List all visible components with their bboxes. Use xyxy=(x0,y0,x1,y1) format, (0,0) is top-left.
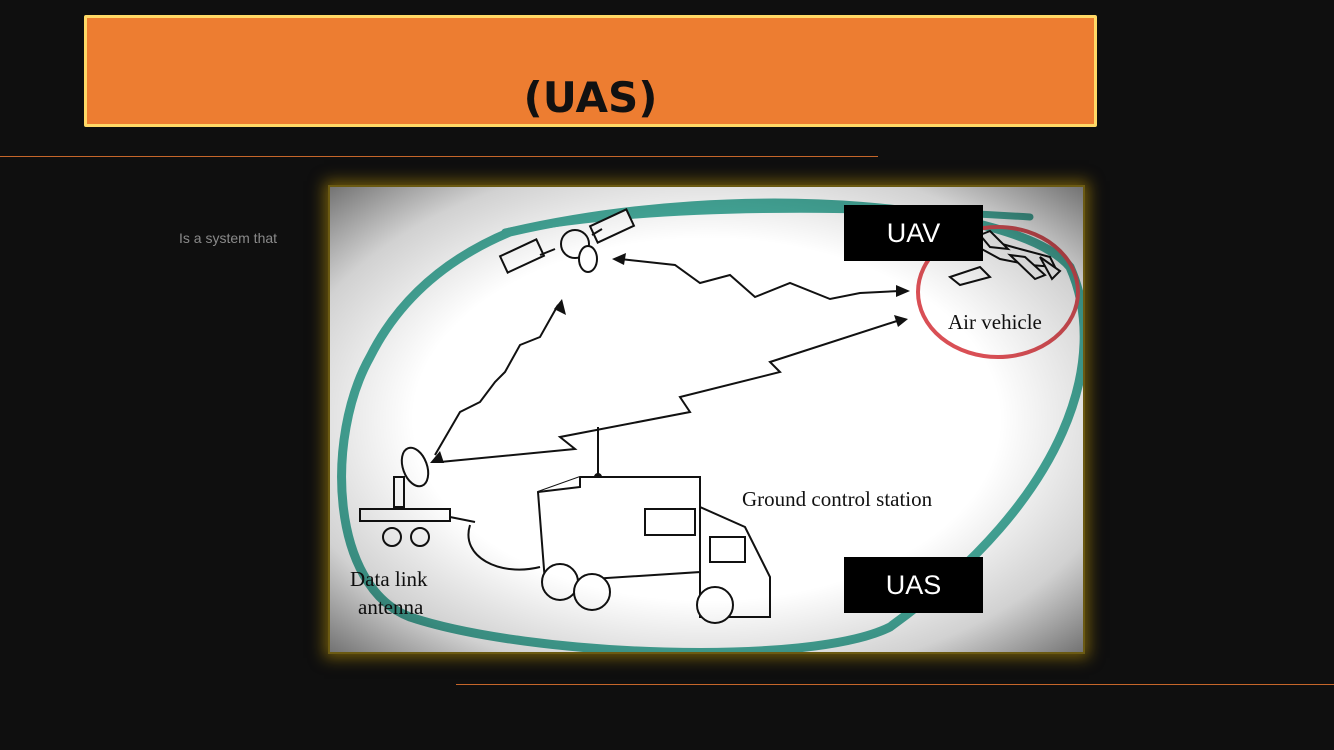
data-link-antenna-icon xyxy=(359,446,541,571)
antenna-label-line1: Data link xyxy=(350,567,428,591)
slide-title: (UAS) xyxy=(523,73,658,122)
link-sat-antenna xyxy=(434,304,559,456)
title-box: (UAS) xyxy=(84,15,1097,127)
bottom-divider xyxy=(456,684,1334,685)
data-links xyxy=(434,258,901,463)
top-divider xyxy=(0,156,878,157)
air-vehicle-label: Air vehicle xyxy=(948,310,1042,334)
antenna-label-line2: antenna xyxy=(358,595,424,619)
uav-tag: UAV xyxy=(844,205,983,261)
link-uav-antenna xyxy=(439,319,901,463)
arrowheads xyxy=(430,253,910,463)
body-text: Is a system that xyxy=(179,230,278,246)
ground-station-label: Ground control station xyxy=(742,487,933,511)
ground-station-truck-icon xyxy=(536,427,771,624)
uas-tag: UAS xyxy=(844,557,983,613)
link-sat-uav xyxy=(619,258,901,301)
